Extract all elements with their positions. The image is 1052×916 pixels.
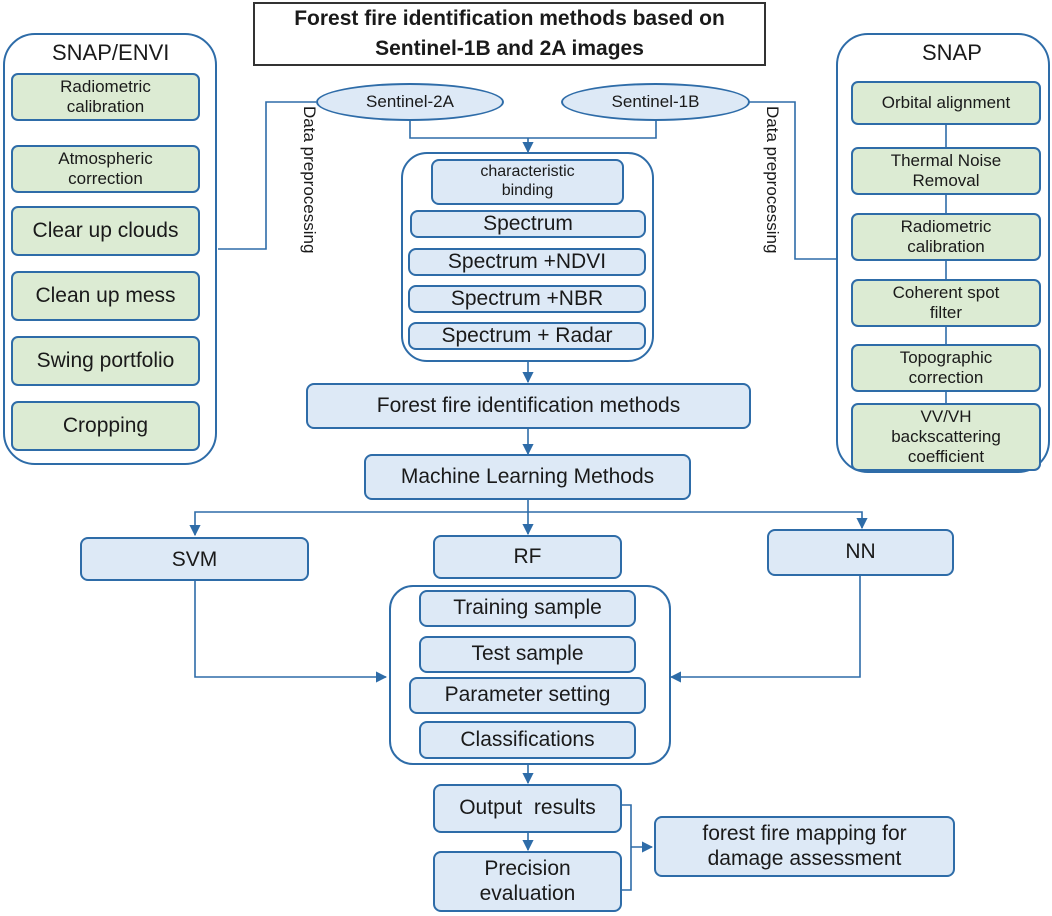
right-step-coherent-spot-filter: Coherent spot filter [851,279,1041,327]
model-rf: RF [433,535,622,579]
left-step-clean-up-mess: Clean up mess [11,271,200,321]
training-group-frame [389,585,671,765]
source-sentinel-2a: Sentinel-2A [316,83,504,121]
left-step-radiometric-calibration: Radiometric calibration [11,73,200,121]
feature-spectrum-ndvi: Spectrum +NDVI [408,248,646,276]
model-nn: NN [767,529,954,576]
connector-to-nn [528,511,868,530]
left-panel-title: SNAP/ENVI [52,40,170,65]
mapping-box: forest fire mapping for damage assessmen… [654,816,955,877]
feature-spectrum-radar: Spectrum + Radar [408,322,646,350]
connector-svm-training [194,580,388,683]
test-sample-box: Test sample [419,636,636,673]
machine-learning-methods-box: Machine Learning Methods [364,454,691,500]
right-step-backscattering-coefficient: VV/VH backscattering coefficient [851,403,1041,471]
output-results-box: Output results [433,784,622,833]
feature-group-frame [401,152,654,362]
feature-spectrum: Spectrum [410,210,646,238]
right-step-topographic-correction: Topographic correction [851,344,1041,392]
connector-sentinel-2a-down [409,118,657,139]
parameter-setting-box: Parameter setting [409,677,646,714]
feature-characteristic-binding: characteristic binding [431,159,624,205]
right-panel-frame [836,33,1050,473]
connector-result-bracket [622,804,632,891]
connector-left-preprocessing [218,101,316,250]
right-panel-title: SNAP [922,40,982,65]
label-data-preprocessing-right: Data preprocessing [763,106,782,254]
connector-to-svm [189,511,528,537]
training-sample-box: Training sample [419,590,636,627]
connector-nn-training [669,576,861,683]
forest-fire-methods-box: Forest fire identification methods [306,383,751,429]
classifications-box: Classifications [419,721,636,759]
right-step-thermal-noise-removal: Thermal Noise Removal [851,147,1041,195]
model-svm: SVM [80,537,309,581]
right-step-radiometric-calibration: Radiometric calibration [851,213,1041,261]
diagram-title: Forest fire identification methods based… [253,2,766,66]
left-step-clear-up-clouds: Clear up clouds [11,206,200,256]
precision-evaluation-box: Precision evaluation [433,851,622,912]
left-panel-frame [3,33,217,465]
left-step-cropping: Cropping [11,401,200,451]
connector-right-preprocessing [748,101,836,260]
label-data-preprocessing-left: Data preprocessing [300,106,319,254]
source-sentinel-1b: Sentinel-1B [561,83,750,121]
feature-spectrum-nbr: Spectrum +NBR [408,285,646,313]
left-step-swing-portfolio: Swing portfolio [11,336,200,386]
right-step-orbital-alignment: Orbital alignment [851,81,1041,125]
left-step-atmospheric-correction: Atmospheric correction [11,145,200,193]
